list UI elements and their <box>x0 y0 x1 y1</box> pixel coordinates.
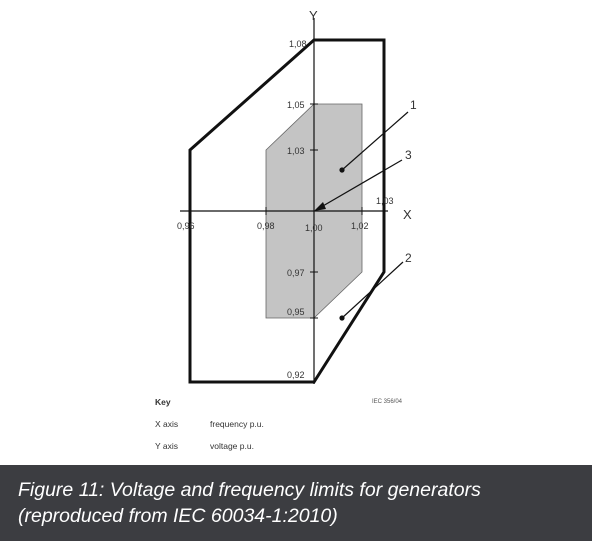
x-tick-label: 0,98 <box>257 221 275 231</box>
callout-2-label: 2 <box>405 251 412 265</box>
y-tick-label: 1,08 <box>289 39 307 49</box>
key-row-desc: frequency p.u. <box>210 419 264 429</box>
callout-3-arrowhead <box>314 202 326 211</box>
callout-1-label: 1 <box>410 98 417 112</box>
voltage-frequency-diagram: Y X 0,96 0,98 1,00 1,02 1,03 1,08 1,05 1… <box>155 8 417 451</box>
key-row-desc: voltage p.u. <box>210 441 254 451</box>
reference-code: IEC 356/04 <box>372 399 403 405</box>
callout-3-label: 3 <box>405 148 412 162</box>
y-axis-name: Y <box>309 8 318 23</box>
x-tick-label: 0,96 <box>177 221 195 231</box>
figure-caption: Figure 11: Voltage and frequency limits … <box>18 479 481 527</box>
callout-2-dot <box>339 315 345 321</box>
y-tick-label: 1,05 <box>287 100 305 110</box>
callout-2-leader <box>341 261 404 319</box>
key-title: Key <box>155 397 171 407</box>
y-tick-label: 0,92 <box>287 370 305 380</box>
x-tick-label: 1,00 <box>305 223 323 233</box>
x-tick-label: 1,02 <box>351 221 369 231</box>
caption-band: Figure 11: Voltage and frequency limits … <box>0 465 592 541</box>
x-tick-label: 1,03 <box>376 196 394 206</box>
callout-1-dot <box>339 167 345 173</box>
key-row-name: X axis <box>155 419 178 429</box>
y-tick-label: 1,03 <box>287 146 305 156</box>
callout-3-leader <box>315 159 403 211</box>
x-axis-name: X <box>403 207 412 222</box>
key-row-name: Y axis <box>155 441 178 451</box>
axis-tick-marks <box>189 103 363 319</box>
callout-1-leader <box>341 111 409 171</box>
y-tick-label: 0,97 <box>287 268 305 278</box>
y-tick-label: 0,95 <box>287 307 305 317</box>
